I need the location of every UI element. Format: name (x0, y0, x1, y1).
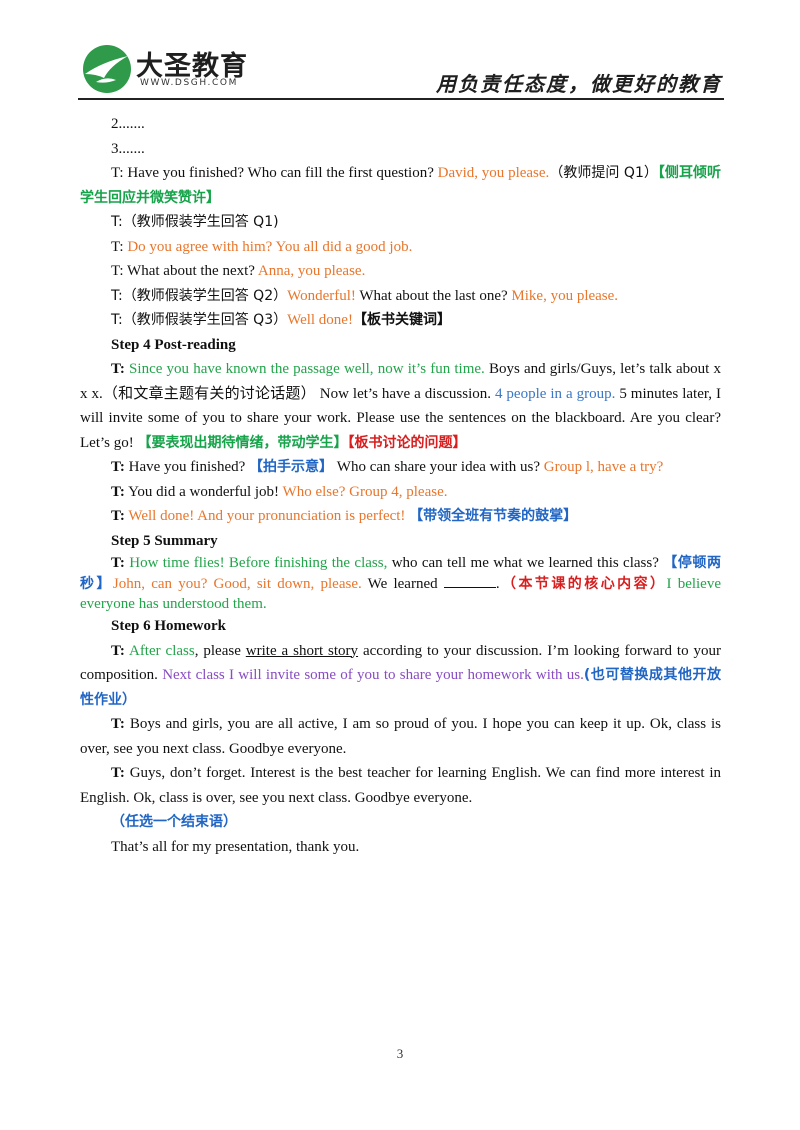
text: Do you agree with him? You all did a goo… (127, 238, 413, 255)
text: Wonderful! (287, 287, 356, 304)
document-body: 2....... 3....... T: Have you finished? … (80, 112, 721, 859)
text: T:（教师假装学生回答 Q2） (111, 287, 288, 304)
section-heading: Step 4 Post-reading (111, 336, 236, 353)
brand-url: WWW.DSGH.COM (140, 78, 238, 88)
text: John, can you? Good, sit down, please. (112, 576, 362, 592)
text: Since you have known the passage well, n… (124, 361, 485, 377)
annotation: (也可替换成其他开放性作业） (80, 667, 721, 708)
text: T: Have you finished? Who can fill the f… (111, 165, 438, 181)
section-heading: Step 6 Homework (111, 618, 226, 634)
text: Group l, have a try? (543, 459, 664, 475)
fill-in-blank (443, 573, 496, 588)
paragraph: T:（教师假装学生回答 Q3）Well done!【板书关键词】 (80, 308, 721, 333)
paragraph: T: Well done! And your pronunciation is … (80, 504, 721, 529)
text: Well done! (287, 312, 353, 328)
text: We learned (361, 576, 444, 592)
annotation: 【板书关键词】 (352, 312, 451, 328)
brand-name: 大圣教育 (136, 51, 248, 82)
paragraph: T:（教师假装学生回答 Q1) (80, 210, 721, 235)
header-slogan: 用负责任态度，做更好的教育 (436, 72, 722, 96)
page-header: 大圣教育 WWW.DSGH.COM 用负责任态度，做更好的教育 (78, 38, 724, 100)
paragraph: T: You did a wonderful job! Who else? Gr… (80, 480, 721, 505)
text: （教师提问 Q1） (549, 165, 658, 181)
text: You did a wonderful job! (124, 483, 283, 500)
speaker: T: (111, 483, 125, 500)
text: David, you please. (437, 165, 550, 181)
text: who can tell me what we learned this cla… (387, 555, 664, 571)
section-heading: Step 5 Summary (111, 532, 218, 549)
paragraph: （任选一个结束语） (80, 810, 721, 835)
paragraph: That’s all for my presentation, thank yo… (111, 838, 360, 855)
text: T:（教师假装学生回答 Q1) (111, 214, 279, 230)
annotation: 【带领全班有节奏的鼓掌】 (409, 508, 578, 524)
annotation: 【板书讨论的问题】 (347, 434, 467, 451)
speaker: T: (111, 716, 125, 732)
text: What about the last one? (355, 287, 512, 304)
text: Guys, don’t forget. Interest is the best… (80, 765, 721, 806)
paragraph: T: What about the next? Anna, you please… (80, 259, 721, 284)
list-item: 3....... (111, 140, 145, 157)
text: 4 people in a group. (494, 385, 616, 402)
text: Have you finished? (124, 459, 250, 475)
paragraph: T: Have you finished? Who can fill the f… (80, 161, 721, 210)
annotation: 【要表现出期待情绪，带动学生】 (137, 434, 348, 451)
paragraph: T: After class, please write a short sto… (80, 639, 721, 713)
text: Boys and girls, you are all active, I am… (80, 716, 721, 757)
annotation: （任选一个结束语） (111, 814, 237, 830)
text: Boys and girls/Guys, let’s talk about x … (80, 361, 721, 402)
text: . (495, 576, 500, 592)
speaker: T: (111, 459, 125, 475)
text: 5 minutes later, I will invite some of y… (80, 385, 721, 451)
annotation: 【侧耳倾听学生回应并微笑赞许】 (80, 165, 721, 206)
speaker: T: (111, 555, 125, 571)
annotation: （本节课的核心内容） (499, 576, 667, 592)
speaker: T: (111, 765, 125, 781)
speaker: T: (111, 508, 125, 524)
text: Who can share your idea with us? (333, 459, 544, 475)
page-number: 3 (396, 1046, 404, 1061)
paragraph: T: Have you finished? 【拍手示意】 Who can sha… (80, 455, 721, 480)
text: Anna, you please. (257, 263, 366, 279)
paragraph: T: How time flies! Before finishing the … (80, 553, 721, 614)
speaker: T: (111, 642, 125, 659)
header-divider (78, 98, 724, 100)
swallow-logo-icon (83, 45, 131, 93)
list-item: 2....... (111, 116, 145, 132)
text: After class (124, 642, 195, 659)
speaker: T: (111, 361, 125, 377)
text: according to your discussion. I’m lookin… (80, 642, 722, 684)
paragraph: T: Do you agree with him? You all did a … (80, 235, 721, 260)
annotation: 【停顿两秒】 (80, 555, 722, 592)
text: , please (194, 642, 246, 659)
text: Mike, you please. (511, 287, 619, 304)
paragraph: T: Since you have known the passage well… (80, 357, 721, 455)
text: T:（教师假装学生回答 Q3） (111, 312, 288, 328)
text: Next class I will invite some of you to … (162, 667, 584, 683)
text: How time flies! Before finishing the cla… (124, 555, 388, 571)
paragraph: T:（教师假装学生回答 Q2）Wonderful! What about the… (80, 284, 721, 309)
text: Who else? Group 4, please. (282, 483, 448, 500)
paragraph: T: Boys and girls, you are all active, I… (80, 712, 721, 761)
text: Well done! And your pronunciation is per… (124, 508, 410, 524)
paragraph: T: Guys, don’t forget. Interest is the b… (80, 761, 721, 810)
text: I believe everyone has understood them. (80, 576, 722, 612)
text: T: What about the next? (111, 263, 258, 279)
text: T: (111, 238, 128, 255)
text: write a short story (245, 642, 359, 659)
annotation: 【拍手示意】 (249, 459, 334, 475)
